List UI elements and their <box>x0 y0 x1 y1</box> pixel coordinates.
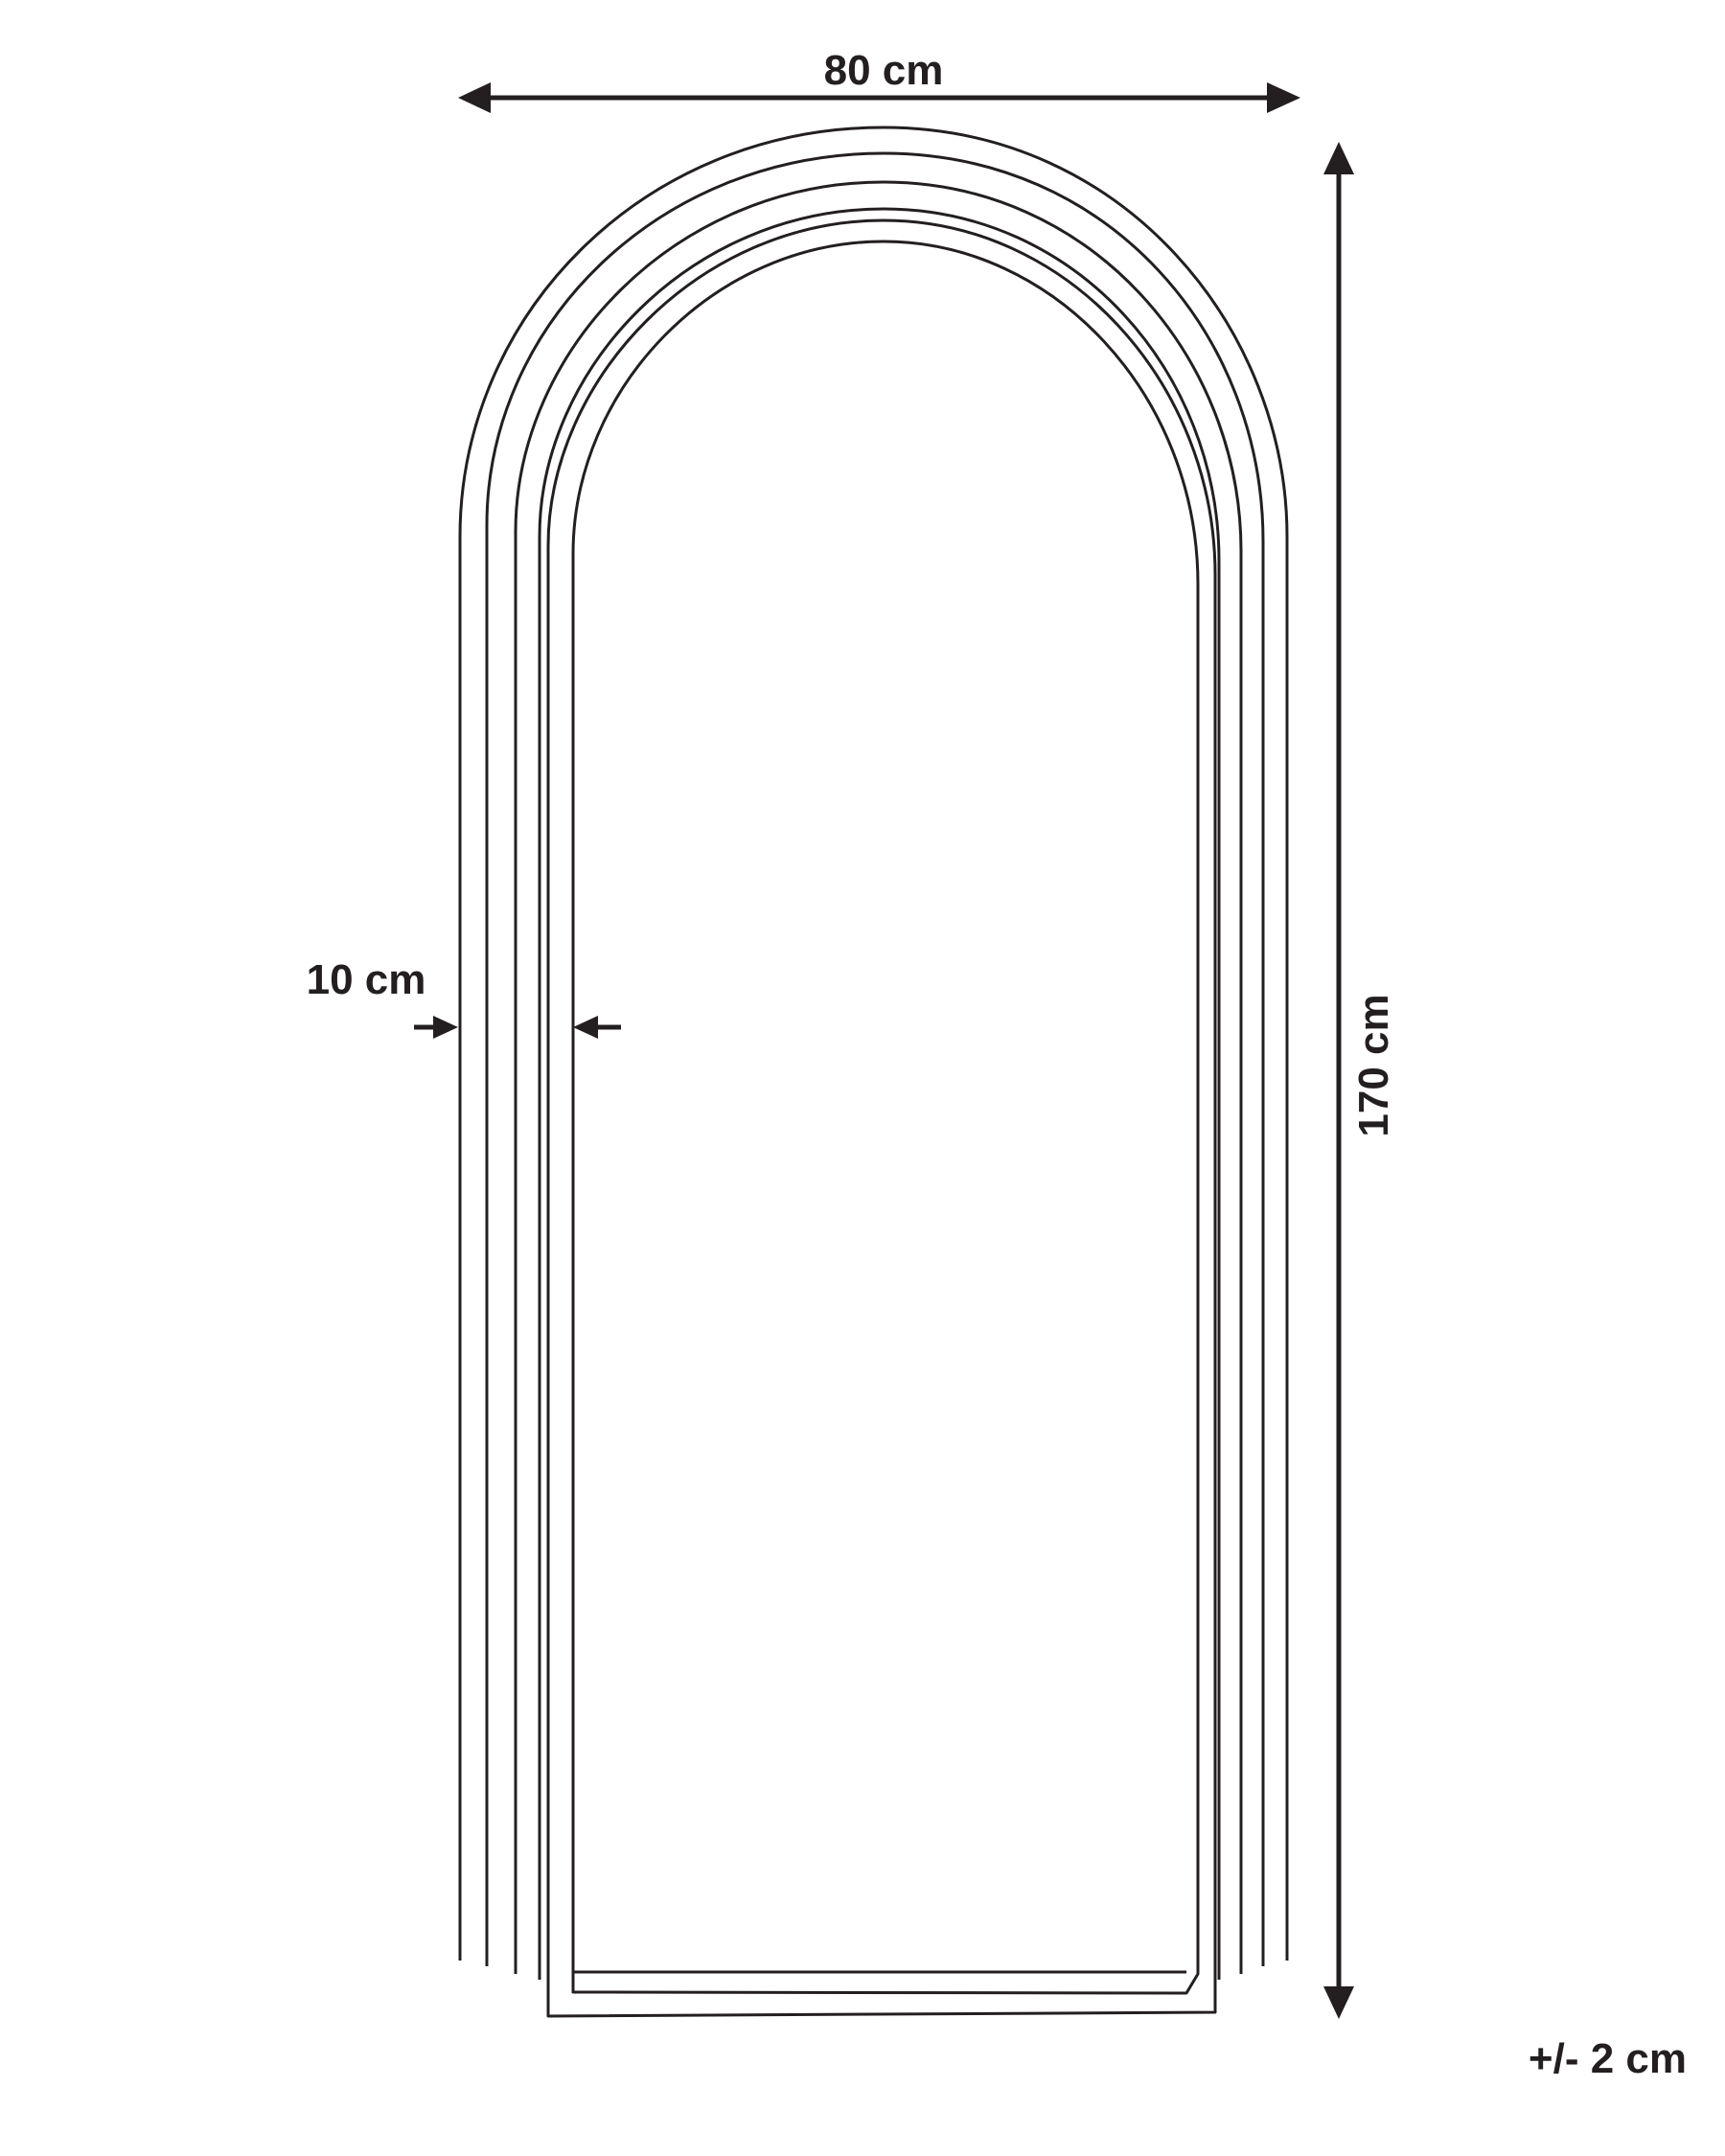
frame-layer-4 <box>538 207 1221 1980</box>
frame-width-arrow-left <box>414 1016 458 1039</box>
frame-layer-2 <box>485 151 1265 1966</box>
arched-mirror-frame <box>458 126 1289 2018</box>
height-dimension-arrow <box>1323 142 1354 2019</box>
frame-layer-1 <box>458 126 1289 1961</box>
frame-width-arrow-right <box>573 1016 621 1039</box>
frame-width-label: 10 cm <box>307 956 426 1003</box>
width-label: 80 cm <box>824 47 944 94</box>
height-label: 170 cm <box>1350 994 1397 1136</box>
frame-inner-outer-edge <box>546 218 1217 2018</box>
tolerance-label: +/- 2 cm <box>1529 2035 1687 2082</box>
width-dimension-arrow <box>458 82 1300 113</box>
frame-layer-3 <box>514 180 1243 1974</box>
mirror-glass-edge <box>571 240 1200 1995</box>
